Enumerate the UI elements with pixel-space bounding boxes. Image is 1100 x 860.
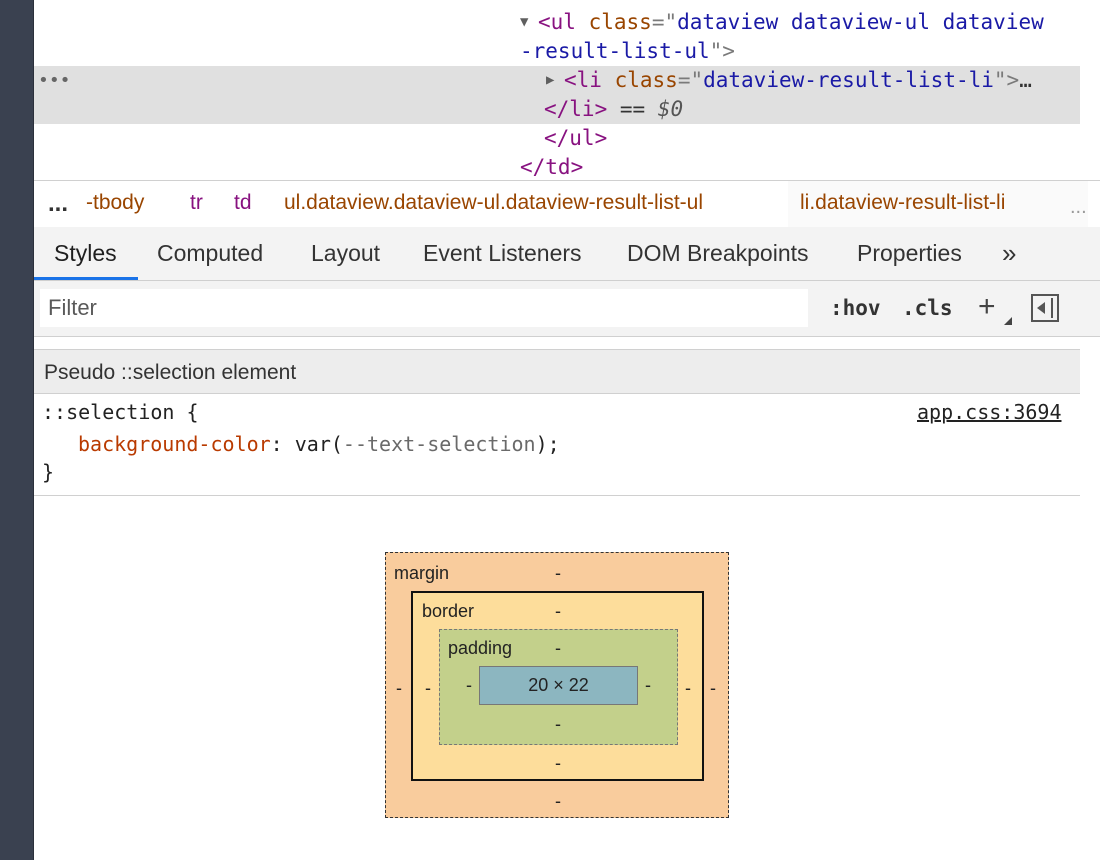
box-model-margin[interactable]: margin - - - - border - - - - padding - … (385, 552, 729, 818)
active-tab-indicator (34, 277, 138, 280)
elements-dom-tree[interactable]: ▼<ul class="dataview dataview-ul datavie… (34, 0, 1100, 180)
toggle-computed-sidebar-icon[interactable] (1031, 294, 1059, 322)
padding-label: padding (448, 638, 513, 658)
breadcrumb-scroll-right-button[interactable]: ... (1070, 196, 1087, 218)
dom-line-ul-open-cont[interactable]: -result-list-ul"> (520, 39, 735, 63)
css-variable[interactable]: --text-selection (342, 432, 536, 456)
styles-filter-input[interactable] (40, 289, 808, 327)
margin-bottom-value[interactable]: - (555, 791, 561, 811)
breadcrumb-selected-bg (788, 181, 1088, 227)
breadcrumb-item-li[interactable]: li.dataview-result-list-li (800, 191, 1006, 214)
rule-declaration[interactable]: background-color: var(--text-selection); (78, 432, 560, 456)
property-name[interactable]: background-color (78, 432, 271, 456)
tab-event-listeners[interactable]: Event Listeners (423, 240, 582, 266)
breadcrumb-item-td[interactable]: td (234, 191, 252, 214)
dom-line-li-close[interactable]: </li> == $0 (544, 97, 684, 121)
collapsed-triangle-icon[interactable]: ▶ (546, 72, 555, 88)
more-tabs-chevron-icon[interactable]: » (1002, 238, 1017, 268)
new-style-rule-button[interactable]: + (978, 290, 996, 323)
sidebar-tabbar: Styles Computed Layout Event Listeners D… (34, 227, 1100, 281)
expanded-triangle-icon[interactable]: ▼ (520, 14, 529, 30)
breadcrumb-item-ul[interactable]: ul.dataview.dataview-ul.dataview-result-… (284, 191, 704, 214)
style-rule-selection[interactable]: ::selection { app.css:3694 background-co… (34, 395, 1080, 496)
rule-close-brace: } (42, 460, 55, 484)
row-options-dots[interactable]: ••• (38, 70, 71, 91)
padding-left-value[interactable]: - (466, 675, 472, 695)
tab-layout[interactable]: Layout (311, 240, 381, 266)
margin-right-value[interactable]: - (710, 678, 716, 698)
selected-dom-node-row[interactable] (34, 66, 1080, 124)
arrow-left-icon (1037, 302, 1045, 314)
border-right-value[interactable]: - (685, 678, 691, 698)
section-gap (34, 337, 1100, 349)
tab-properties[interactable]: Properties (857, 240, 962, 266)
dom-line-td-close[interactable]: </td> (520, 155, 584, 179)
breadcrumb-item-tr[interactable]: tr (190, 191, 203, 214)
dom-line-ul-close[interactable]: </ul> (544, 126, 608, 150)
rule-selector[interactable]: ::selection { (42, 400, 199, 424)
box-model-padding[interactable]: padding - - - - 20 × 22 (439, 629, 678, 745)
rule-source-link[interactable]: app.css:3694 (917, 400, 1062, 424)
margin-left-value[interactable]: - (396, 678, 402, 698)
tab-computed[interactable]: Computed (157, 240, 264, 266)
dom-line-li-open[interactable]: ▶<li class="dataview-result-list-li">… (546, 66, 1032, 95)
box-model-content-size[interactable]: 20 × 22 (479, 666, 638, 705)
new-style-rule-menu-icon[interactable] (1004, 317, 1012, 325)
tab-dom-breakpoints[interactable]: DOM Breakpoints (627, 240, 809, 266)
padding-bottom-value[interactable]: - (555, 714, 561, 734)
box-model-border[interactable]: border - - - - padding - - - - 20 × 22 (411, 591, 704, 781)
toggle-classes-button[interactable]: .cls (902, 296, 953, 320)
left-gutter (0, 0, 34, 860)
styles-toolbar: :hov .cls + (34, 281, 1100, 337)
breadcrumb-scroll-left-button[interactable]: ... (48, 190, 69, 217)
breadcrumb-item-tbody[interactable]: -tbody (86, 191, 145, 214)
toggle-hover-state-button[interactable]: :hov (830, 296, 881, 320)
panel-divider-icon (1051, 298, 1053, 318)
dom-breadcrumb: ... -tbody tr td ul.dataview.dataview-ul… (34, 180, 1100, 228)
padding-top-value[interactable]: - (555, 638, 561, 658)
padding-right-value[interactable]: - (645, 675, 651, 695)
tab-styles[interactable]: Styles (54, 240, 117, 266)
border-top-value[interactable]: - (555, 601, 561, 621)
border-label: border (422, 601, 475, 621)
border-bottom-value[interactable]: - (555, 753, 561, 773)
margin-label: margin (394, 563, 450, 583)
pseudo-element-section-header: Pseudo ::selection element (34, 349, 1080, 394)
border-left-value[interactable]: - (425, 678, 431, 698)
margin-top-value[interactable]: - (555, 563, 561, 583)
dom-line-ul-open[interactable]: ▼<ul class="dataview dataview-ul datavie… (520, 8, 1044, 37)
